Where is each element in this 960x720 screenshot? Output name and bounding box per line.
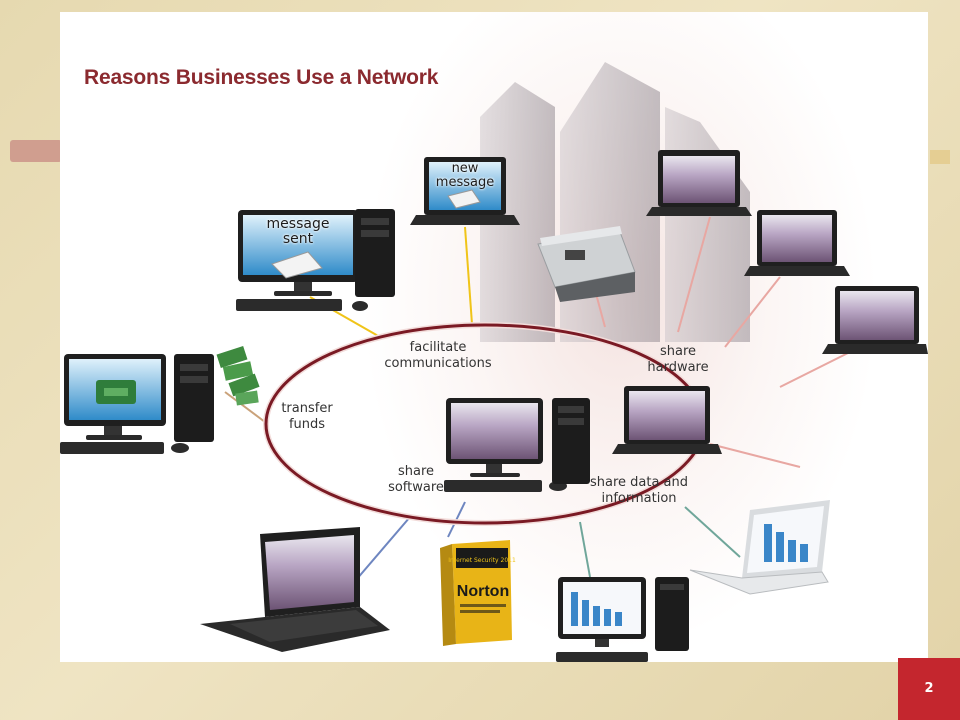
page-number-badge: 2 xyxy=(898,658,960,720)
laptop-center-right xyxy=(612,386,722,454)
norton-box-brand: Norton xyxy=(457,583,509,600)
connection-lines xyxy=(224,216,851,588)
link-new-message xyxy=(464,226,473,325)
link-desktop-chart xyxy=(579,521,591,578)
desktop-message-sent xyxy=(236,209,395,311)
desktop-bar-chart xyxy=(556,577,689,662)
screen-text-new-message: new message xyxy=(435,161,495,190)
laptop-bar-chart xyxy=(689,500,830,595)
decorative-band-left xyxy=(10,140,62,162)
screen-text-message-sent: message sent xyxy=(266,216,330,247)
dell-laptop xyxy=(200,527,390,652)
label-transfer-funds: transfer funds xyxy=(281,401,333,432)
link-laptop-top xyxy=(677,216,711,333)
money-stack xyxy=(216,346,260,406)
label-share-data-information: share data and information xyxy=(589,475,689,506)
decorative-band-right xyxy=(930,150,950,164)
laptop-top-right xyxy=(646,150,752,216)
printer xyxy=(537,226,636,302)
laptop-right xyxy=(822,286,928,354)
desktop-center xyxy=(444,398,590,492)
label-share-software: share software xyxy=(388,464,444,495)
network-diagram: Internet Security 2011 Norton xyxy=(60,62,928,662)
laptop-upper-right xyxy=(744,210,850,276)
link-laptop-upper-right xyxy=(724,276,781,348)
link-laptop-chart xyxy=(684,506,741,558)
link-laptop-right xyxy=(779,351,851,388)
label-share-hardware: share hardware xyxy=(647,344,709,375)
label-facilitate-communications: facilitate communications xyxy=(384,340,492,371)
slide-title: Reasons Businesses Use a Network xyxy=(84,66,439,89)
link-laptop-inner xyxy=(709,443,801,468)
norton-box: Internet Security 2011 Norton xyxy=(440,540,516,646)
laptop-new-message xyxy=(410,157,520,225)
desktop-transfer-funds xyxy=(60,346,260,454)
norton-box-line: Internet Security 2011 xyxy=(448,557,516,564)
diagram-panel: Reasons Businesses Use a Network xyxy=(60,12,928,662)
link-transfer-funds xyxy=(224,391,266,423)
